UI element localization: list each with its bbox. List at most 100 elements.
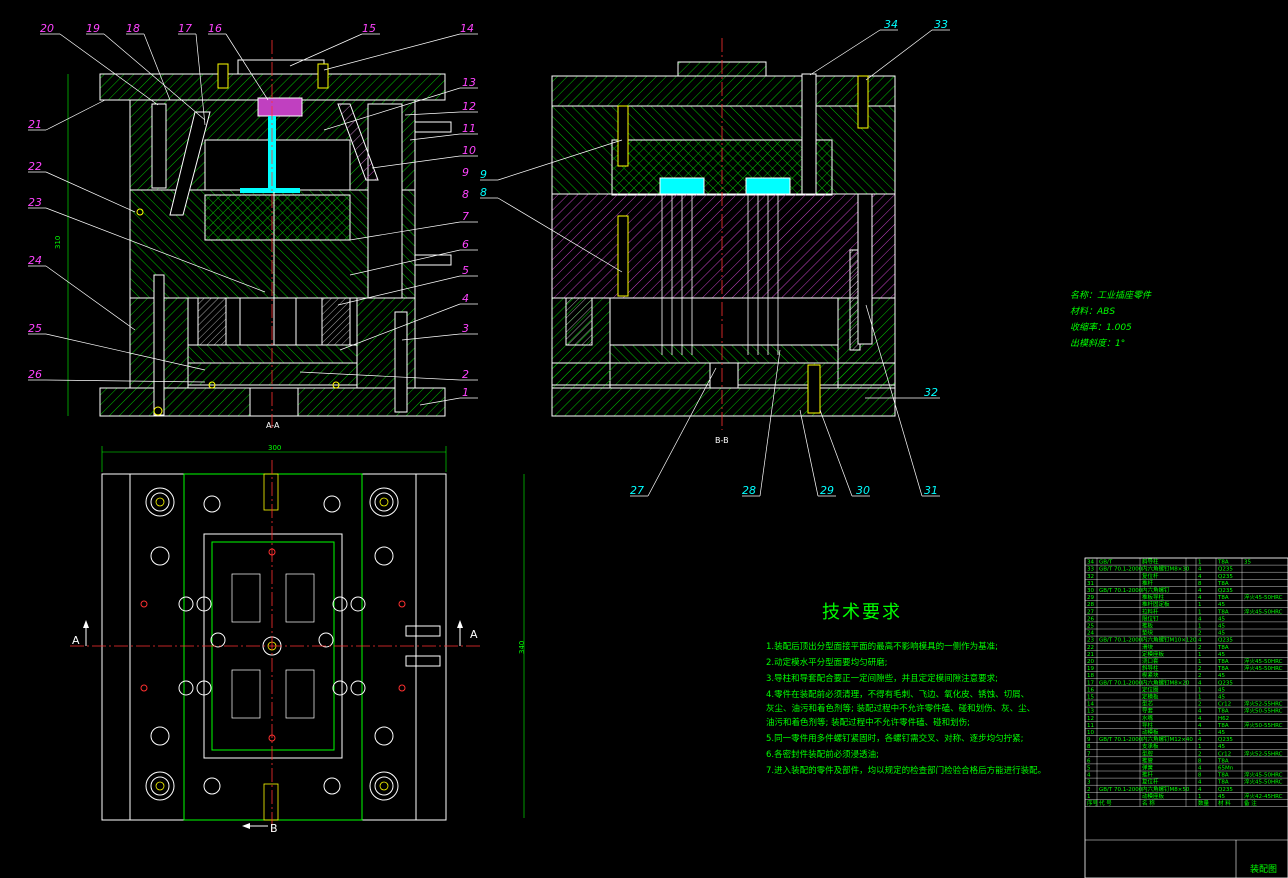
tech-item: 灰尘、油污和着色剂等; 装配过程中不允许零件磕、碰和划伤、灰、尘、 [766,704,1036,714]
bom-cell: GB/T 70.1-2000 [1099,588,1143,594]
bom-cell: 推管 [1142,756,1154,764]
bom-cell: 内六角螺钉M10×120 [1142,636,1197,644]
bom-cell: 4 [1198,723,1202,729]
bom-cell: T8A [1217,645,1229,651]
bom-cell: T8A [1217,659,1229,665]
bom-cell: 4 [1198,680,1202,686]
bom-cell: Q235 [1218,638,1233,644]
leaders-right [480,29,950,497]
bom-cell: 淬火45-50HRC [1244,607,1283,615]
bom-cell: T8A [1217,560,1229,566]
tech-requirements-title: 技术要求 [822,602,902,623]
pn-27: 27 [630,484,644,497]
dim-height: 310 [54,236,62,249]
bom-cell: 45 [1218,695,1225,701]
pn-6: 6 [462,238,469,251]
bom-cell: 推杆 [1142,579,1154,587]
pn-9: 9 [462,166,469,179]
bom-cell: 30 [1087,588,1094,594]
info-draft: 出模斜度：1° [1070,339,1126,349]
pn-2: 2 [462,368,469,381]
bom-cell: 复位杆 [1142,778,1159,786]
bom-cell: 17 [1087,680,1094,686]
bom-cell: 4 [1198,574,1202,580]
pn-20: 20 [40,22,54,35]
bom-cell: 45 [1218,744,1225,750]
bom-cell: 45 [1218,652,1225,658]
bom-cell: 45 [1218,631,1225,637]
bom-cell: GB/T [1099,560,1113,566]
bom-cell: T8A [1217,709,1229,715]
bom-cell: 1 [1198,652,1202,658]
bom-cell: 1 [1198,794,1202,800]
bom-cell: 淬火52-55HRC [1244,700,1283,708]
bom-cell: 内六角螺钉M12×40 [1142,735,1193,743]
bom-cell: 淬火50-55HRC [1244,721,1283,729]
bom-cell: 2 [1087,787,1091,793]
bom-cell: 楔紧块 [1142,671,1159,679]
bom-cell: T8A [1217,773,1229,779]
bom-cell: 1 [1198,624,1202,630]
bom-cell: 7 [1087,751,1091,757]
bom-cell: 内六角螺钉M8×50 [1142,785,1190,793]
pn-24: 24 [28,254,42,267]
pn-33: 33 [934,18,948,31]
section-b-b [551,38,896,430]
bom-cell: 4 [1198,638,1202,644]
tech-item: 7.进入装配的零件及部件，均以规定的检查部门检验合格后方能进行装配。 [766,766,1047,776]
bom-cell: 推板导柱 [1142,593,1165,601]
bom-cell: 8 [1087,744,1091,750]
bom-cell: 4 [1198,709,1202,715]
bom-cell: 淬火42-45HRC [1244,792,1283,800]
tech-item: 3.导柱和导套配合要正一定间隙些，并且定定模间隙注意要求; [766,674,998,684]
bom-cell: 复位杆 [1142,572,1159,580]
pn-9b: 9 [480,168,487,181]
bom-cell: 1 [1198,744,1202,750]
bom-cell: 淬火50-55HRC [1244,707,1283,715]
bom-cell: 淬火52-55HRC [1244,749,1283,757]
pn-8: 8 [462,188,469,201]
bom-cell: GB/T 70.1-2000 [1099,737,1143,743]
bom-cell: 19 [1087,666,1094,672]
bom-cell: 20 [1087,659,1094,665]
pn-8b: 8 [480,186,487,199]
bom-cell: 水嘴 [1142,714,1154,722]
bom-header-cell: 序号 [1087,799,1099,807]
bom-header-cell: 材 料 [1218,799,1231,807]
bom-cell: 1 [1198,602,1202,608]
pn-19: 19 [86,22,100,35]
leaders-left [28,33,478,406]
bom-cell: 4 [1198,616,1202,622]
bom-cell: 18 [1087,673,1094,679]
bom-cell: T8A [1217,666,1229,672]
dim-side: 340 [518,641,526,654]
bom-cell: 26 [1087,616,1094,622]
pn-23: 23 [28,196,42,209]
pn-13: 13 [462,76,476,89]
bom-cell: 垫块 [1142,629,1154,637]
bom-cell: 24 [1087,631,1094,637]
pn-31: 31 [924,484,938,497]
bom-cell: 淬火45-50HRC [1244,657,1283,665]
bom-cell: 8 [1198,773,1202,779]
bom-cell: 8 [1198,758,1202,764]
bom-cell: 8 [1198,581,1202,587]
bom-cell: 1 [1198,687,1202,693]
bom-cell: 斜导柱 [1142,664,1159,672]
bom-cell: 45 [1218,794,1225,800]
bom-cell: GB/T 70.1-2000 [1099,638,1143,644]
bom-cell: 支承板 [1142,742,1159,750]
bom-cell: 4 [1087,773,1091,779]
pn-28: 28 [742,484,756,497]
bom-cell: GB/T 70.1-2000 [1099,787,1143,793]
bom-cell: 淬火45-50HRC [1244,664,1283,672]
bom-cell: 2 [1198,673,1202,679]
bom-cell: Q235 [1218,574,1233,580]
tech-item: 4.零件在装配前必须清理，不得有毛刺、飞边、氧化皮、锈蚀、切屑、 [766,690,1030,700]
bom-cell: 2 [1198,631,1202,637]
bom-cell: 拉料杆 [1142,607,1159,615]
title-block: 装配图 [1250,863,1277,875]
pn-1: 1 [462,386,469,399]
bom-cell: 4 [1198,595,1202,601]
